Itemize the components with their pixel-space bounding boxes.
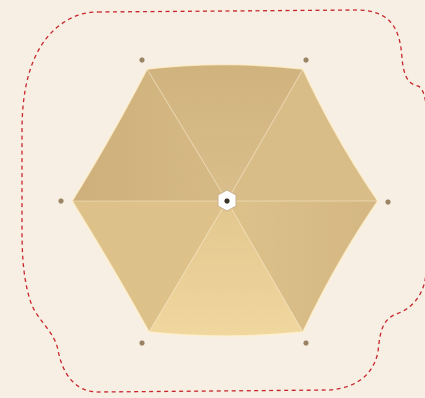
umbrella-hub (217, 189, 237, 212)
boundary-outline (21, 9, 425, 393)
hub-pin-icon (224, 198, 230, 204)
anchor-dot (303, 340, 309, 346)
anchor-points (58, 57, 391, 346)
anchor-dot (139, 340, 145, 346)
anchor-dot (139, 57, 145, 63)
anchor-dot (58, 198, 64, 204)
canopy-ribs (72, 68, 378, 333)
canopy-rim (71, 63, 379, 337)
anchor-dot (303, 57, 309, 63)
anchor-dot (385, 199, 391, 205)
